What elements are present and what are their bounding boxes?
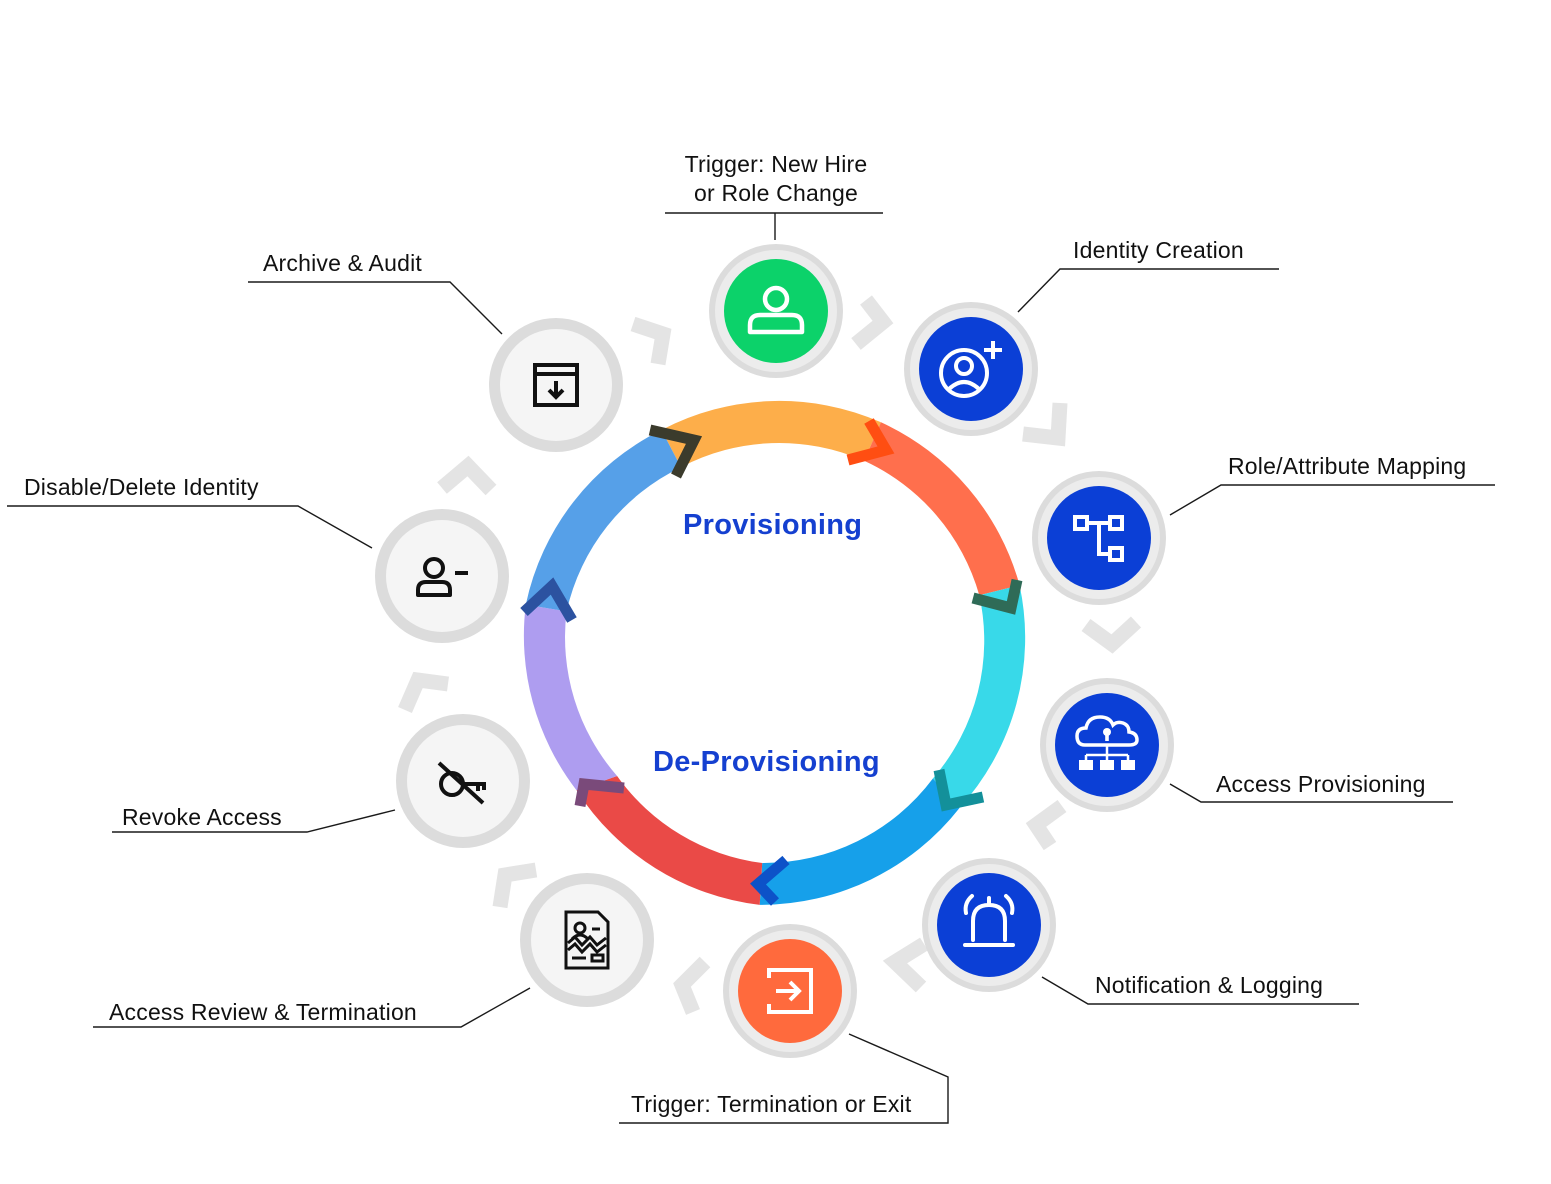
leader-line (93, 987, 531, 1028)
ring-joint (520, 577, 577, 623)
leader-line (1169, 484, 1495, 516)
flow-chevron (1025, 799, 1067, 851)
step-archive-audit-label: Archive & Audit (263, 250, 422, 276)
step-termination-trigger-label: Trigger: Termination or Exit (631, 1091, 912, 1117)
leader-line (112, 809, 396, 833)
step-new-hire-label-line1: Trigger: New Hire (684, 151, 868, 177)
leader-line (7, 505, 373, 549)
user-remove-icon (416, 557, 468, 597)
step-access-provisioning-label: Access Provisioning (1216, 771, 1426, 797)
ring-joint (648, 424, 703, 479)
step-revoke-access-label: Revoke Access (122, 804, 282, 830)
ring-segment-coral (864, 422, 1020, 596)
leader-line (1041, 976, 1359, 1005)
step-identity-creation-label: Identity Creation (1073, 237, 1244, 263)
step-notification-node[interactable] (922, 858, 1056, 992)
flow-chevron (882, 937, 928, 993)
ring-segment-cyan (932, 585, 1026, 809)
ring-joint (933, 768, 985, 812)
ring-segment-blue (759, 778, 960, 905)
step-termination-trigger-node[interactable] (723, 924, 857, 1058)
alarm-bell-icon (963, 894, 1015, 947)
lifecycle-ring (520, 400, 1026, 906)
de-provisioning-title: De-Provisioning (653, 746, 880, 778)
flow-chevrons (398, 295, 1142, 1015)
step-new-hire-label: Trigger: New Hire or Role Change (665, 150, 887, 208)
exit-icon (767, 968, 813, 1014)
ring-segment-orange (661, 400, 881, 468)
revoke-key-icon (437, 761, 486, 805)
step-new-hire-node[interactable] (709, 244, 843, 378)
ring-joint (971, 578, 1023, 615)
step-role-mapping-node[interactable] (1032, 471, 1166, 605)
flow-chevron (630, 316, 672, 366)
leader-line (248, 281, 503, 335)
leader-lines (7, 212, 1495, 1124)
step-disable-identity-label: Disable/Delete Identity (24, 474, 259, 500)
step-archive-audit-node[interactable] (489, 318, 623, 452)
document-review-icon (564, 910, 610, 970)
step-disable-identity-node[interactable] (375, 509, 509, 643)
step-notification-circle (937, 873, 1041, 977)
flow-chevron (851, 295, 894, 350)
hierarchy-icon (1073, 515, 1124, 562)
ring-joint (750, 855, 790, 906)
step-role-mapping-label: Role/Attribute Mapping (1228, 453, 1467, 479)
step-notification-label: Notification & Logging (1095, 972, 1324, 998)
user-icon (747, 285, 805, 335)
step-access-review-node[interactable] (520, 873, 654, 1007)
flow-chevron (492, 862, 538, 909)
step-access-review-label: Access Review & Termination (109, 999, 417, 1025)
flow-chevron (398, 671, 449, 713)
provisioning-title: Provisioning (683, 509, 863, 541)
step-new-hire-label-line2: or Role Change (694, 180, 858, 206)
ring-joint (574, 778, 625, 807)
user-add-icon (939, 341, 1002, 398)
leader-line (1017, 268, 1279, 313)
flow-chevron (437, 455, 497, 496)
flow-chevron (1081, 616, 1142, 654)
cloud-lock-network-icon (1075, 715, 1139, 770)
leader-line (619, 1033, 949, 1124)
step-access-provisioning-node[interactable] (1040, 678, 1174, 812)
ring-segment-sky (525, 430, 681, 612)
step-identity-creation-node[interactable] (904, 302, 1038, 436)
flow-chevron (673, 956, 711, 1015)
ring-segment-red (576, 776, 763, 905)
leader-line (1169, 783, 1453, 803)
flow-chevron (1022, 402, 1068, 447)
ring-segment-lavender (523, 604, 618, 791)
archive-icon (533, 363, 579, 407)
ring-joint (846, 418, 895, 466)
step-revoke-access-node[interactable] (396, 714, 530, 848)
